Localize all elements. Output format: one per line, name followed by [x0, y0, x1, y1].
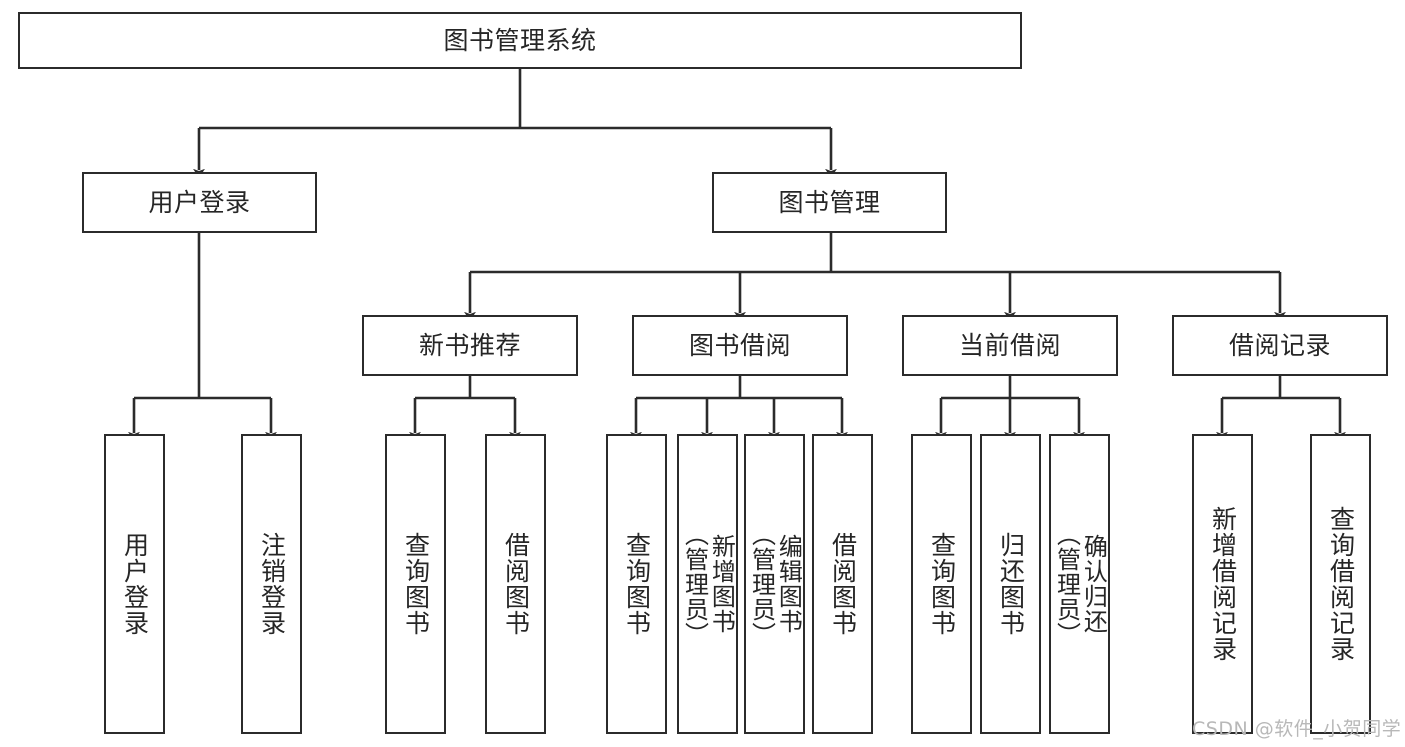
node-current-borrow[interactable]: 当前借阅: [902, 315, 1118, 376]
node-leaf-borrow-book-1[interactable]: 借阅图书: [485, 434, 546, 734]
node-leaf-edit-book-label: 编辑图书 （管理员）: [747, 521, 803, 647]
node-leaf-add-borrow-record-label: 新增借阅记录: [1208, 506, 1238, 662]
node-leaf-edit-book[interactable]: 编辑图书 （管理员）: [744, 434, 805, 734]
node-leaf-add-borrow-record[interactable]: 新增借阅记录: [1192, 434, 1253, 734]
node-user-login[interactable]: 用户登录: [82, 172, 317, 233]
node-leaf-return-book[interactable]: 归还图书: [980, 434, 1041, 734]
node-leaf-user-login[interactable]: 用户登录: [104, 434, 165, 734]
node-leaf-query-book-1-label: 查询图书: [401, 532, 431, 636]
node-leaf-logout-login[interactable]: 注销登录: [241, 434, 302, 734]
node-new-book-recommend-label: 新书推荐: [418, 330, 521, 360]
node-leaf-add-book-label: 新增图书 （管理员）: [680, 521, 736, 647]
node-book-borrow[interactable]: 图书借阅: [632, 315, 848, 376]
node-leaf-query-book-1[interactable]: 查询图书: [385, 434, 446, 734]
node-leaf-return-book-label: 归还图书: [996, 532, 1026, 636]
node-leaf-query-book-3[interactable]: 查询图书: [911, 434, 972, 734]
node-book-manage-label: 图书管理: [778, 187, 881, 217]
node-leaf-query-book-3-label: 查询图书: [927, 532, 957, 636]
node-user-login-label: 用户登录: [148, 187, 251, 217]
node-book-borrow-label: 图书借阅: [688, 330, 791, 360]
node-leaf-borrow-book-2[interactable]: 借阅图书: [812, 434, 873, 734]
node-leaf-confirm-return[interactable]: 确认归还 （管理员）: [1049, 434, 1110, 734]
node-leaf-query-book-2-label: 查询图书: [622, 532, 652, 636]
node-new-book-recommend[interactable]: 新书推荐: [362, 315, 578, 376]
node-borrow-record[interactable]: 借阅记录: [1172, 315, 1388, 376]
csdn-watermark: CSDN @软件_小贺同学: [1192, 718, 1402, 740]
node-root[interactable]: 图书管理系统: [18, 12, 1022, 69]
node-leaf-borrow-book-1-label: 借阅图书: [501, 532, 531, 636]
node-book-manage[interactable]: 图书管理: [712, 172, 947, 233]
node-leaf-borrow-book-2-label: 借阅图书: [828, 532, 858, 636]
node-leaf-user-login-label: 用户登录: [120, 532, 150, 636]
node-leaf-logout-login-label: 注销登录: [257, 532, 287, 636]
node-leaf-query-book-2[interactable]: 查询图书: [606, 434, 667, 734]
node-borrow-record-label: 借阅记录: [1228, 330, 1331, 360]
node-root-label: 图书管理系统: [443, 25, 597, 55]
node-leaf-add-book[interactable]: 新增图书 （管理员）: [677, 434, 738, 734]
node-leaf-query-borrow-record-label: 查询借阅记录: [1326, 506, 1356, 662]
node-leaf-confirm-return-label: 确认归还 （管理员）: [1052, 521, 1108, 647]
node-current-borrow-label: 当前借阅: [958, 330, 1061, 360]
node-leaf-query-borrow-record[interactable]: 查询借阅记录: [1310, 434, 1371, 734]
